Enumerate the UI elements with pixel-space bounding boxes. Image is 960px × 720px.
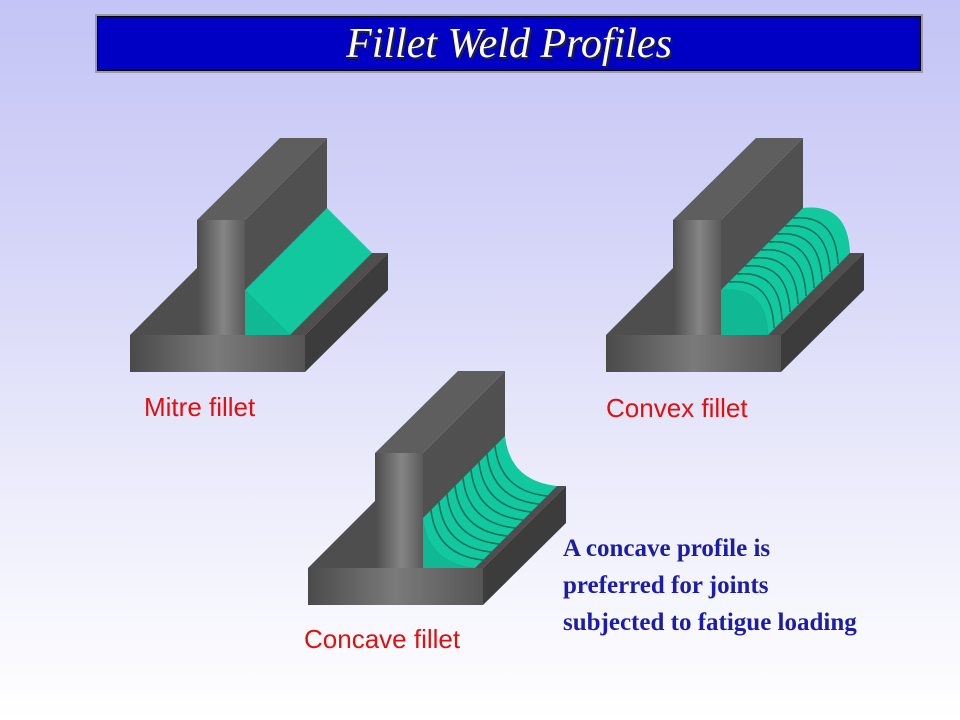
mitre-fillet-diagram	[130, 138, 388, 372]
note-line: preferred for joints	[563, 572, 769, 599]
concave-fillet-diagram	[308, 371, 566, 605]
note-line: subjected to fatigue loading	[563, 609, 857, 636]
title-banner: Fillet Weld Profiles	[95, 14, 923, 73]
note-line: A concave profile is	[563, 535, 771, 562]
concave-fillet-label: Concave fillet	[304, 624, 461, 654]
slide-title: Fillet Weld Profiles	[346, 20, 672, 67]
concave-weld	[423, 436, 557, 568]
convex-weld	[721, 207, 850, 335]
mitre-fillet-label: Mitre fillet	[144, 392, 256, 422]
mitre-weld-face	[245, 208, 372, 335]
mitre-weld-end	[245, 290, 290, 335]
concave-note: A concave profile is preferred for joint…	[563, 530, 857, 641]
convex-fillet-label: Convex fillet	[606, 393, 748, 423]
convex-fillet-diagram	[606, 138, 864, 372]
